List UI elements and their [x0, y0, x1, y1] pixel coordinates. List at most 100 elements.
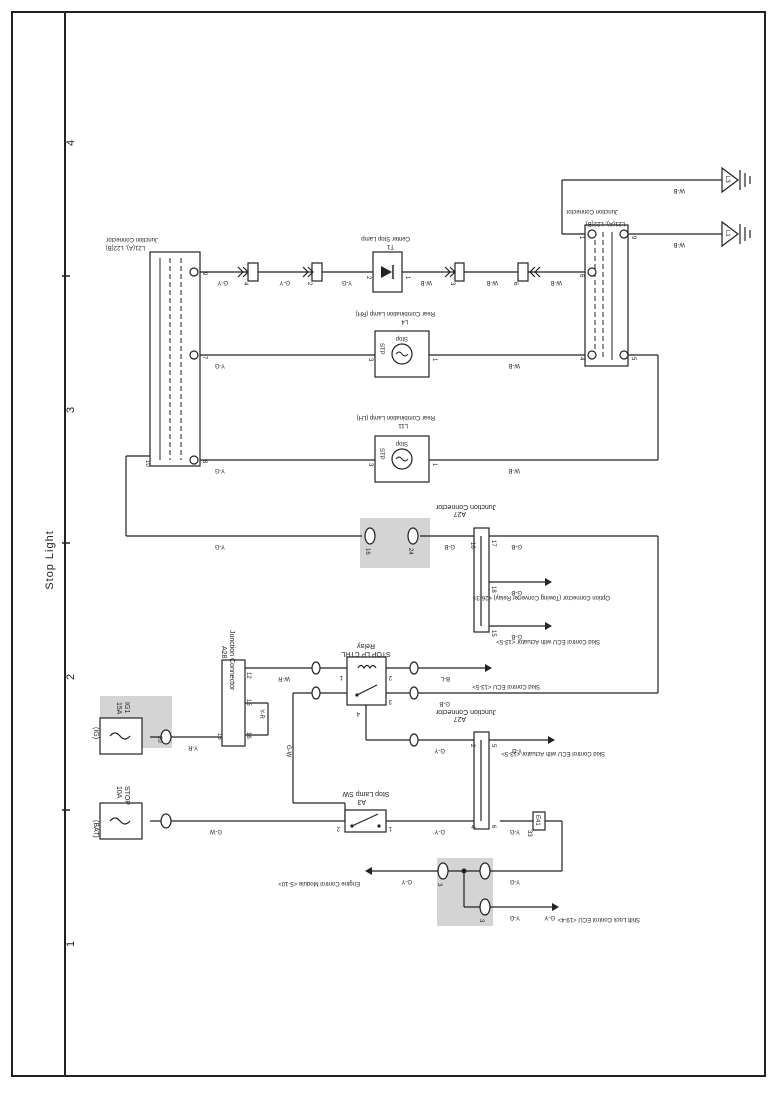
wire-label-yg-mid: Y-G — [215, 543, 225, 549]
a27-top-pin-18: 18 — [490, 586, 496, 593]
dest-option-connector: Option Connector (Towing Converter Relay… — [472, 594, 610, 600]
wire-label-yg-rh: Y-G — [215, 362, 225, 368]
switch-pin-1: 1 — [388, 825, 392, 831]
l21-right-connector — [584, 224, 629, 367]
center-lamp-pin-1: 1 — [404, 276, 410, 280]
ig-fuse-name: IG1 — [123, 702, 130, 713]
wire-label-yr-jumper: Y-R — [258, 709, 264, 719]
pin-33-label: 33 — [526, 830, 532, 837]
switch-ref: A3 — [357, 798, 366, 805]
shaded-blocks — [100, 518, 493, 926]
a27-top-pin-15: 15 — [490, 630, 496, 637]
wire-label-yg-top: Y-G — [342, 279, 352, 285]
center-lamp-name: Center Stop Lamp — [361, 235, 410, 241]
grid-ruler — [62, 275, 70, 811]
a27-top-ref: A27 — [453, 510, 466, 517]
a27-bottom-pin-4: 4 — [469, 825, 475, 829]
wire-label-wb-top2: W-B — [486, 279, 498, 285]
wire-label-wr: W-R — [277, 675, 290, 681]
wire-label-gb-mid: G-B — [444, 543, 455, 549]
l21-left-ref: L21(A), L22(B) — [106, 244, 145, 250]
wire-label-yr-fuse: Y-R — [188, 744, 198, 750]
ig-fuse-rating: 15A — [115, 702, 122, 715]
a28-name: Junction Connector — [228, 630, 235, 691]
relay-pin-4: 4 — [356, 710, 360, 716]
a28-pin-18: 18 — [216, 733, 222, 740]
rear-lamp-lh-pin-1: 1 — [431, 463, 437, 467]
a27-bottom-pin-6: 6 — [490, 825, 496, 829]
relay-pin-3: 3 — [388, 698, 392, 704]
l21-right-pin-1: 1 — [578, 236, 584, 240]
rear-lamp-rh-name: Rear Combination Lamp (RH) — [356, 310, 435, 316]
l21-left-pin-10: 10 — [144, 460, 150, 467]
wire-label-wb-ground2: W-B — [673, 187, 685, 193]
mid-pin-16: 16 — [364, 548, 370, 555]
a28-ref: A28 — [220, 646, 227, 659]
bottom-pin-3a: 3 — [436, 883, 442, 887]
ground-l1-label: L1 — [724, 230, 730, 237]
a28-pin-12: 12 — [245, 672, 251, 679]
rear-lamp-lh-pin-3: 3 — [367, 463, 373, 467]
a27-bottom-name: Junction Connector — [435, 708, 496, 715]
wire-label-yg-shift: Y-G — [510, 914, 520, 920]
l21-left-pin-9: 9 — [201, 272, 207, 276]
ground-l3-label: L3 — [724, 176, 730, 183]
wire-label-bl: B-L — [440, 675, 450, 681]
dest-skid-ecu-actuator-top: Skid Control ECU with Actuator <13-5> — [496, 638, 600, 644]
e41-connector — [532, 811, 546, 831]
inline-pin-3b: 3 — [449, 282, 455, 286]
dest-skid-ecu: Skid Control ECU <13-5> — [472, 683, 540, 689]
rear-lamp-rh-ref: L4 — [401, 318, 408, 324]
l21-left-name: Junction Connector — [106, 236, 158, 242]
l21-right-pin-5: 5 — [630, 357, 636, 361]
stop-lamp-switch — [344, 809, 387, 833]
a28-pin-15: 15 — [245, 699, 251, 706]
switch-pin-2: 2 — [336, 825, 340, 831]
wire-label-gy-top1: G-Y — [217, 279, 228, 285]
wire-label-gb-relay: G-B — [439, 700, 450, 706]
ig-supply-label: (IG) — [92, 727, 99, 739]
grid-number-4: 4 — [65, 140, 77, 146]
bat-fuse-name: STOP — [123, 786, 130, 805]
page-title: Stop Light — [44, 530, 56, 590]
dest-skid-ecu-actuator-bottom: Skid Control ECU with Actuator <13-5> — [501, 750, 605, 756]
wire-label-yg-lh: Y-G — [215, 467, 225, 473]
rear-lamp-lh-name: Rear Combination Lamp (LH) — [357, 414, 435, 420]
wire-label-gw-main: G-W — [209, 828, 222, 834]
mid-connectors — [364, 527, 419, 545]
rear-lamp-lh-ref: L11 — [398, 422, 408, 428]
ground-l3 — [721, 166, 751, 194]
wire-label-yg-e41: Y-G — [510, 828, 520, 834]
wire-label-gb-15: G-B — [511, 633, 522, 639]
wire-label-gy-a27: G-Y — [434, 747, 445, 753]
rear-lamp-lh-label: STP — [378, 448, 384, 460]
grid-number-1: 1 — [65, 941, 77, 947]
grid-number-2: 2 — [65, 674, 77, 680]
inline-pin-6: 6 — [512, 282, 518, 286]
wire-label-wb-top3: W-B — [550, 279, 562, 285]
rear-lamp-rh-pin-3: 3 — [367, 358, 373, 362]
inline-pin-4: 4 — [242, 282, 248, 286]
dest-engine-control-module: Engine Control Module <5-10> — [278, 880, 360, 886]
fuse-ig — [99, 717, 172, 755]
l21-right-name: Junction Connector — [566, 208, 618, 214]
l21-right-pin-9: 9 — [630, 236, 636, 240]
fuse-bat — [99, 802, 172, 840]
rear-lamp-rh-bulb: Stop — [395, 335, 408, 341]
wire-label-yg-bottom: Y-G — [510, 878, 520, 884]
ig-pin: 20 — [156, 736, 162, 743]
center-lamp-pin-2: 2 — [365, 276, 371, 280]
bottom-pin-3b: 3 — [478, 919, 484, 923]
l21-right-ref: L21(A), L22(B) — [586, 220, 625, 226]
l21-right-pin-6: 6 — [578, 274, 584, 278]
bat-fuse-rating: 10A — [115, 786, 122, 799]
wire-label-gy-ecm: G-Y — [401, 878, 412, 884]
outer-border — [11, 11, 766, 1077]
a27-top-pin-16: 16 — [469, 542, 475, 549]
center-stop-lamp — [372, 251, 403, 293]
wire-label-gw-vertical: G-W — [285, 745, 291, 758]
l21-left-pin-8: 8 — [201, 460, 207, 464]
wire-label-gb-18: G-B — [511, 589, 522, 595]
